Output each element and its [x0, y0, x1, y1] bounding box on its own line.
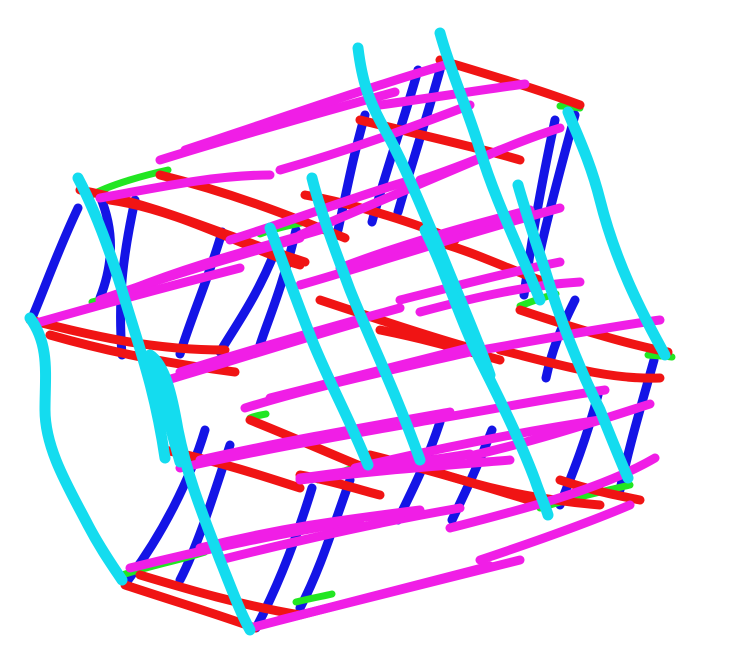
red-stroke — [555, 475, 645, 505]
cyan-stroke — [306, 172, 426, 466]
cyan-stroke — [264, 222, 374, 471]
magenta-stroke — [35, 263, 245, 327]
magenta-stroke — [125, 225, 325, 295]
cyan-stroke — [419, 224, 554, 521]
magenta-stroke — [295, 203, 565, 290]
magenta-stroke — [375, 79, 530, 110]
magenta-stroke — [465, 399, 655, 461]
cyan-stroke — [512, 179, 634, 484]
magenta-stroke — [95, 170, 275, 203]
cyan-stroke — [352, 42, 496, 381]
blue-stroke — [251, 483, 317, 633]
magenta-stroke — [215, 503, 465, 565]
magenta-stroke — [415, 123, 565, 185]
red-stroke — [25, 315, 230, 355]
cyan-stroke — [144, 359, 186, 468]
blue-stroke — [255, 225, 301, 350]
cyan-stroke — [24, 312, 128, 586]
cyan-stroke — [72, 172, 171, 464]
magenta-stroke — [275, 555, 525, 625]
blue-stroke — [295, 475, 355, 613]
magenta-stroke — [275, 100, 475, 175]
cyan-stroke — [434, 27, 546, 306]
red-stroke — [375, 325, 505, 365]
magenta-stroke — [295, 455, 515, 485]
magenta-stroke — [415, 277, 585, 317]
red-stroke — [425, 465, 605, 510]
magenta-stroke — [225, 177, 410, 245]
blue-stroke — [27, 203, 83, 323]
blue-stroke — [215, 239, 283, 357]
red-stroke — [135, 570, 305, 620]
cyan-stroke — [562, 106, 671, 361]
cyan-strokes — [24, 27, 671, 636]
blue-stroke — [393, 65, 445, 217]
red-stroke — [515, 305, 673, 357]
cyan-stroke — [144, 349, 256, 636]
blue-stroke — [535, 110, 580, 257]
magenta-stroke — [195, 505, 425, 553]
magenta-stroke — [475, 500, 635, 565]
green-stroke — [292, 590, 336, 606]
magenta-stroke — [175, 415, 435, 473]
blue-stroke — [175, 227, 227, 359]
magenta-stroke — [175, 303, 405, 377]
magenta-stroke — [445, 453, 660, 533]
magenta-stroke — [425, 385, 610, 425]
magenta-stroke — [180, 60, 450, 155]
